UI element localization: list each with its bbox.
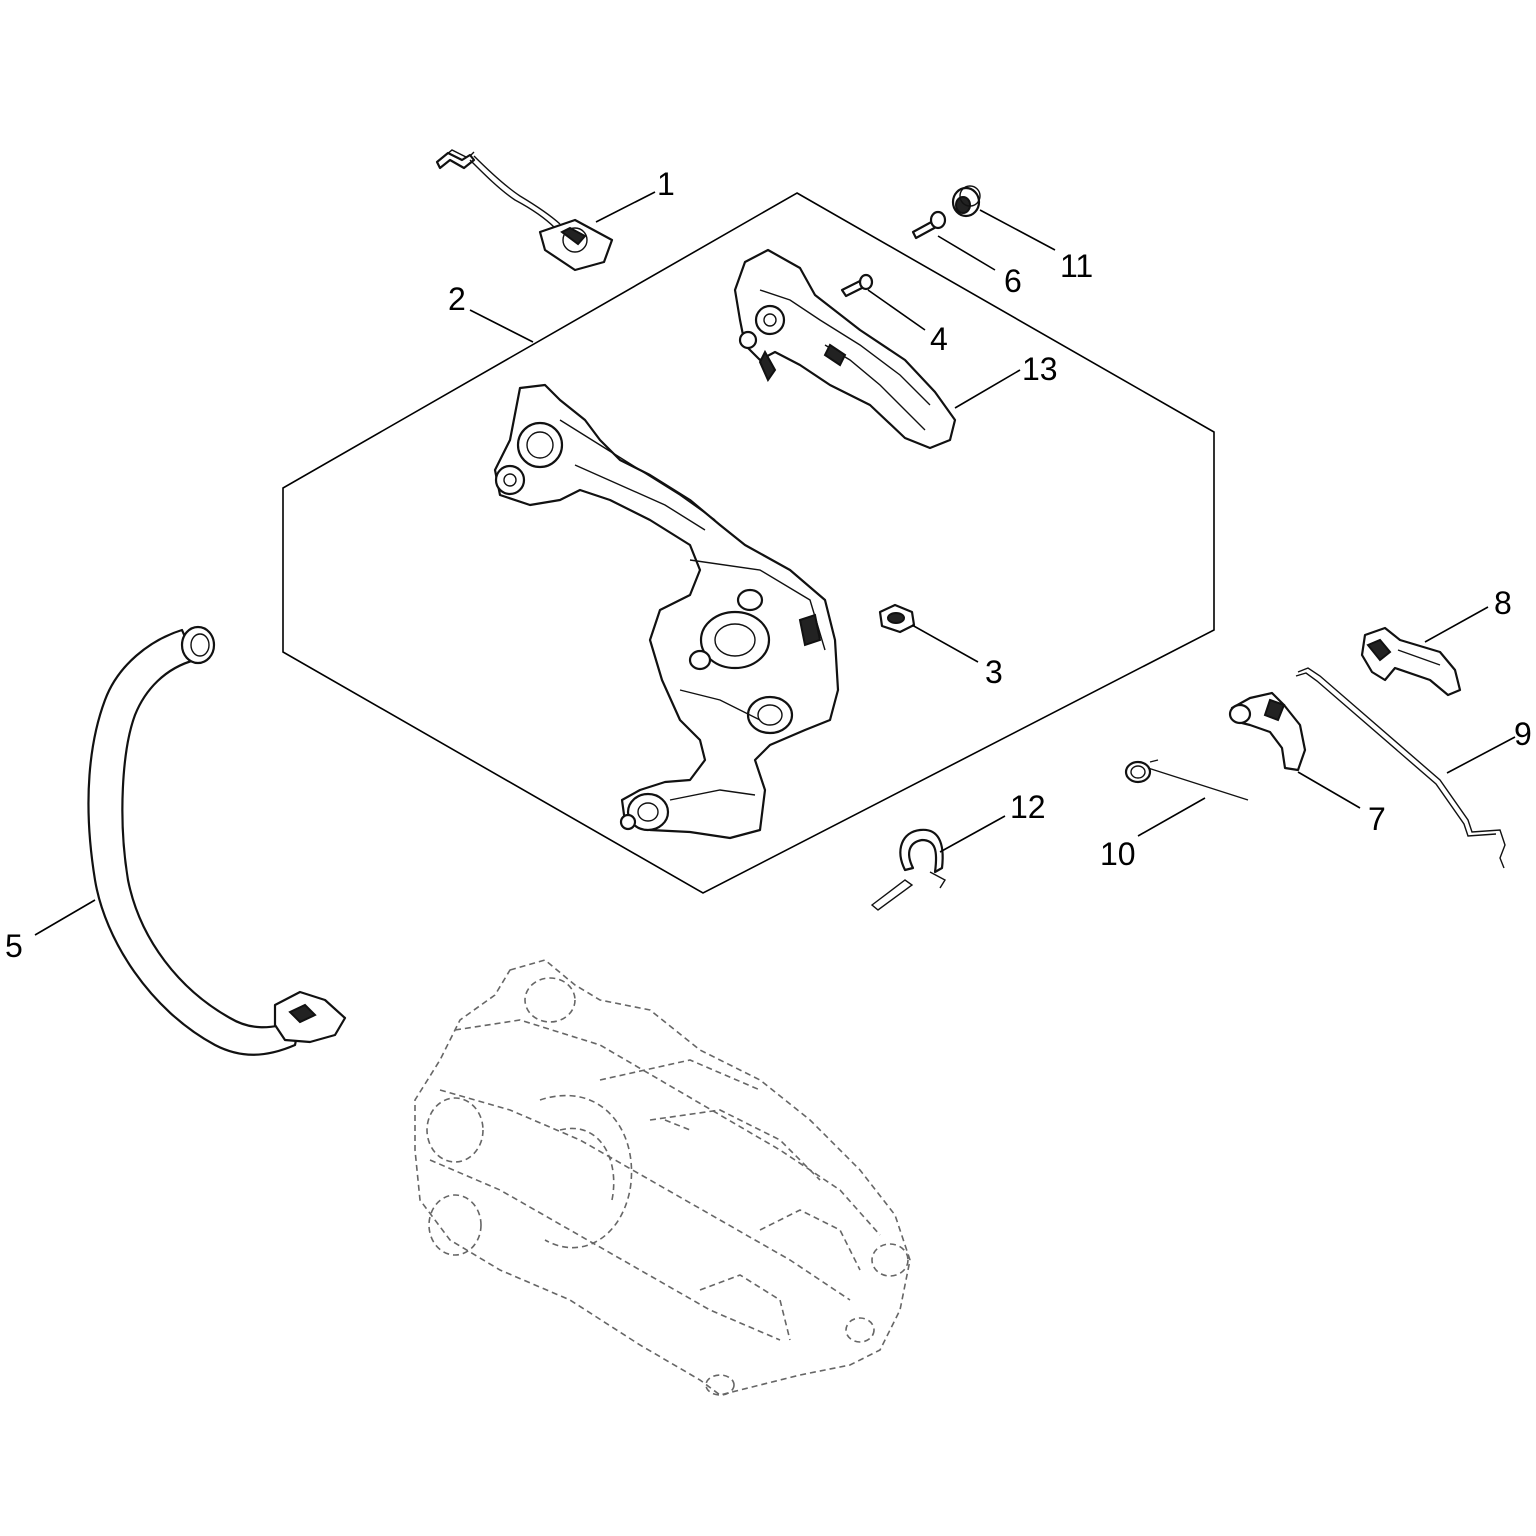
callout-1: 1: [657, 166, 675, 202]
part-4-screw: [840, 273, 874, 298]
leader-2: [469, 309, 534, 343]
leader-7: [1297, 771, 1361, 809]
callout-4: 4: [930, 321, 948, 357]
ghost-crankcase: [414, 959, 911, 1396]
callout-8: 8: [1494, 585, 1512, 621]
callout-7: 7: [1368, 801, 1386, 837]
callout-5: 5: [5, 928, 23, 964]
callout-labels: 1 2 3 4 5 6 7 8 9 10 11 12 13: [5, 166, 1532, 964]
kit-outline-box: [282, 192, 1215, 894]
callout-12: 12: [1010, 789, 1046, 825]
leader-5: [34, 899, 96, 936]
part-9-rod: [1295, 667, 1506, 869]
part-5-hose: [87, 625, 347, 1056]
leader-11: [979, 209, 1056, 251]
leader-6: [937, 235, 996, 271]
callout-6: 6: [1004, 263, 1022, 299]
leader-3: [911, 624, 979, 663]
part-10-spring: [1124, 759, 1249, 801]
leader-lines: [34, 191, 1516, 936]
leader-1: [595, 191, 656, 223]
part-12-clip: [870, 828, 946, 911]
callout-10: 10: [1100, 836, 1136, 872]
leader-9: [1446, 736, 1516, 774]
leader-12: [939, 815, 1006, 853]
leader-8: [1424, 606, 1489, 643]
part-3-grommet: [878, 603, 916, 634]
part-7-trigger: [1228, 691, 1307, 772]
part-1-wire-connector: [435, 149, 614, 272]
part-2-handle-frame: [493, 383, 840, 840]
part-8-lever: [1360, 626, 1462, 697]
callout-11: 11: [1060, 248, 1093, 284]
leader-10: [1137, 797, 1206, 837]
callout-13: 13: [1022, 351, 1058, 387]
callout-2: 2: [448, 281, 466, 317]
part-13-handle-cover: [733, 248, 957, 450]
leader-13: [954, 369, 1021, 409]
part-11-grommet: [951, 185, 981, 218]
part-6-screw: [911, 210, 947, 240]
callout-9: 9: [1514, 716, 1532, 752]
leader-4: [867, 289, 926, 331]
callout-3: 3: [985, 654, 1003, 690]
